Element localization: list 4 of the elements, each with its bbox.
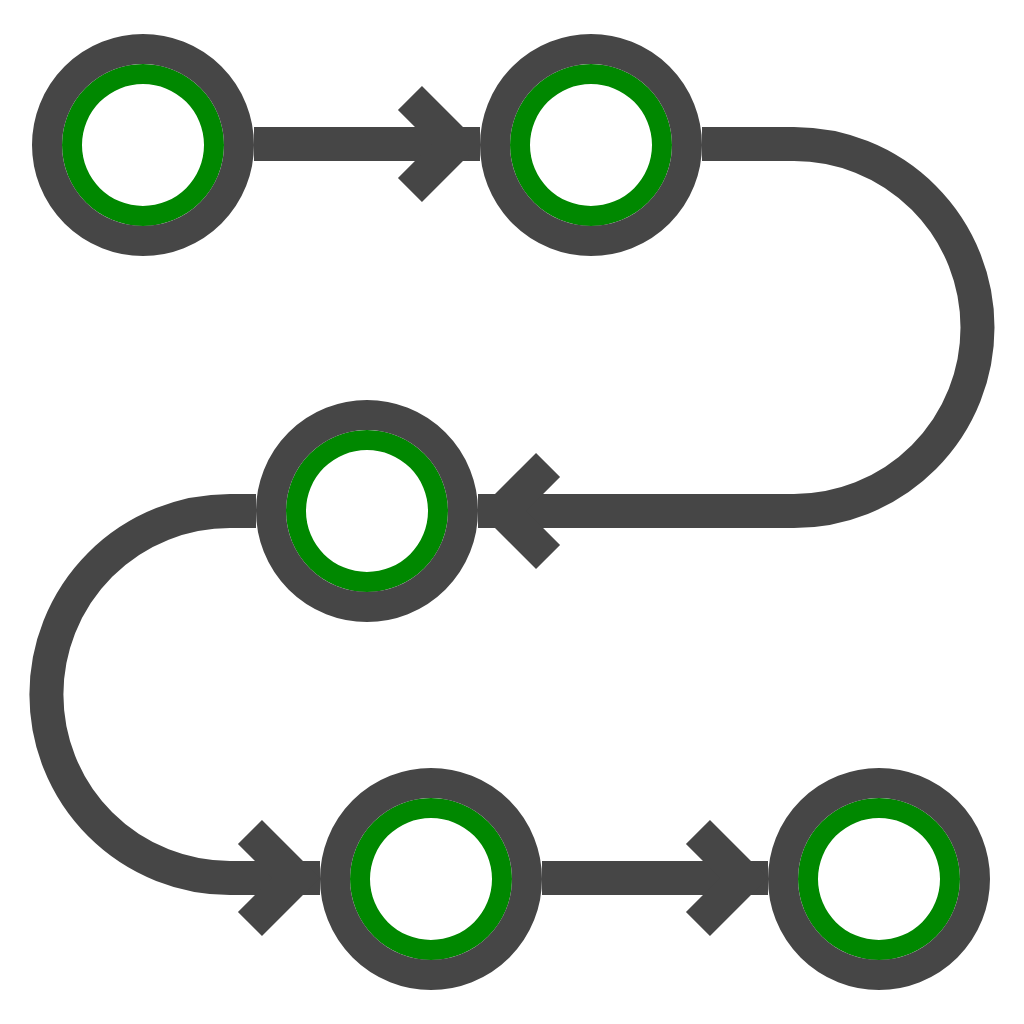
arrow: [478, 127, 995, 574]
arrow: [254, 81, 480, 207]
arrow: [542, 815, 768, 941]
arrow: [29, 494, 320, 941]
